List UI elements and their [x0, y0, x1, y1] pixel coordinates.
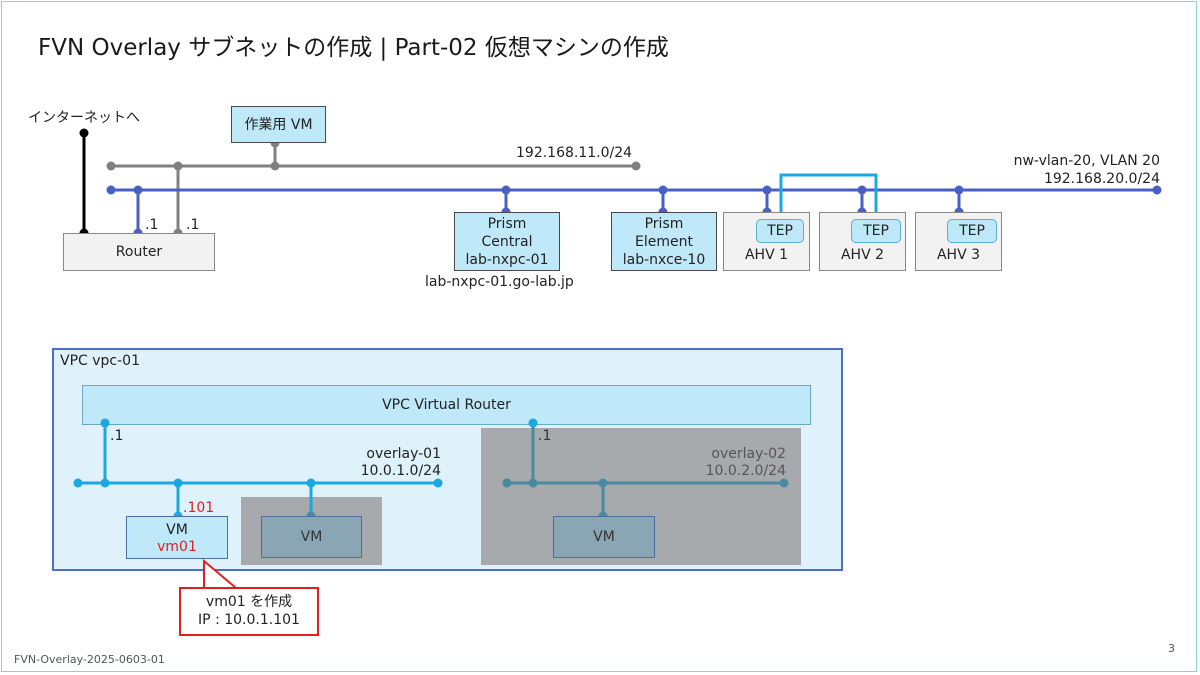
ov1-end-left: [73, 478, 83, 488]
net11-end-left: [106, 161, 116, 171]
router-box[interactable]: Router: [63, 233, 215, 271]
callout-pointer: [203, 558, 239, 589]
ov2-gateway-ip: .1: [538, 428, 552, 444]
ov1-cidr: 10.0.1.0/24: [360, 463, 441, 479]
net11-label: 192.168.11.0/24: [516, 145, 633, 161]
callout-line2: IP : 10.0.1.101: [198, 612, 300, 628]
document-id: FVN-Overlay-2025-0603-01: [14, 653, 165, 666]
overlay02-vm-box[interactable]: VM: [553, 516, 655, 558]
vlan20-ahv3-tap: [954, 185, 964, 195]
ov2-end-left: [502, 478, 512, 488]
vlan20-end-right: [1152, 185, 1162, 195]
vm01-label: VM: [166, 522, 188, 538]
prism-element-box[interactable]: Prism Element lab-nxce-10: [611, 212, 717, 271]
prism-central-line1: Prism: [487, 215, 527, 232]
ov2-uplink-top: [528, 418, 538, 428]
net11-end-right: [631, 161, 641, 171]
callout-line1: vm01 を作成: [205, 594, 293, 610]
page-number: 3: [1168, 642, 1175, 655]
prism-central-box[interactable]: Prism Central lab-nxpc-01: [454, 212, 560, 271]
ov1-vm-tap: [306, 478, 316, 488]
vlan20-router-tap: [133, 185, 143, 195]
ov1-gateway-ip: .1: [110, 428, 124, 444]
vm01-name: vm01: [157, 539, 197, 555]
prism-central-line3: lab-nxpc-01: [465, 251, 549, 268]
ahv3-tep: TEP: [947, 219, 997, 243]
prism-element-line2: Element: [635, 233, 693, 250]
ov1-name: overlay-01: [366, 446, 441, 462]
ahv1-tep: TEP: [756, 219, 804, 243]
net11-router-tap: [173, 161, 183, 171]
tep-tunnel: [779, 173, 878, 219]
prism-central-fqdn: lab-nxpc-01.go-lab.jp: [425, 274, 574, 290]
create-vm-callout: vm01 を作成 IP : 10.0.1.101: [179, 587, 319, 636]
prism-element-line3: lab-nxce-10: [622, 251, 706, 268]
vlan20-name-label: nw-vlan-20, VLAN 20: [1013, 153, 1160, 169]
router-ip-vlan20: .1: [145, 217, 159, 233]
net11-workvm-tap: [270, 161, 280, 171]
vlan20-pe-tap: [658, 185, 668, 195]
vlan20-ahv2-tap: [857, 185, 867, 195]
ov2-end-right: [779, 478, 789, 488]
ov2-cidr: 10.0.2.0/24: [705, 463, 786, 479]
ov2-uplink-tap: [528, 478, 538, 488]
ov1-uplink-tap: [100, 478, 110, 488]
vm01-ip: .101: [183, 500, 215, 516]
vlan20-cidr-label: 192.168.20.0/24: [1043, 171, 1160, 187]
vlan20-pc-tap: [501, 185, 511, 195]
overlay01-vm-box[interactable]: VM: [261, 516, 362, 558]
ov2-name: overlay-02: [711, 446, 786, 462]
page-title: FVN Overlay サブネットの作成 | Part-02 仮想マシンの作成: [38, 35, 669, 61]
router-ip-net11: .1: [186, 217, 200, 233]
ahv2-tep: TEP: [851, 219, 901, 243]
ov1-end-right: [433, 478, 443, 488]
internet-node-top: [79, 128, 89, 138]
vlan20-end-left: [106, 185, 116, 195]
ov2-vm-tap: [598, 478, 608, 488]
prism-element-line1: Prism: [644, 215, 684, 232]
ov1-uplink-top: [100, 418, 110, 428]
internet-label: インターネットへ: [28, 110, 140, 126]
ov1-vm01-tap: [173, 478, 183, 488]
vm01-box[interactable]: VM vm01: [126, 516, 228, 559]
vpc-virtual-router[interactable]: VPC Virtual Router: [82, 385, 811, 425]
work-vm-box[interactable]: 作業用 VM: [231, 106, 326, 143]
vlan20-ahv1-tap: [762, 185, 772, 195]
prism-central-line2: Central: [481, 233, 533, 250]
vpc-name: VPC vpc-01: [60, 353, 140, 369]
